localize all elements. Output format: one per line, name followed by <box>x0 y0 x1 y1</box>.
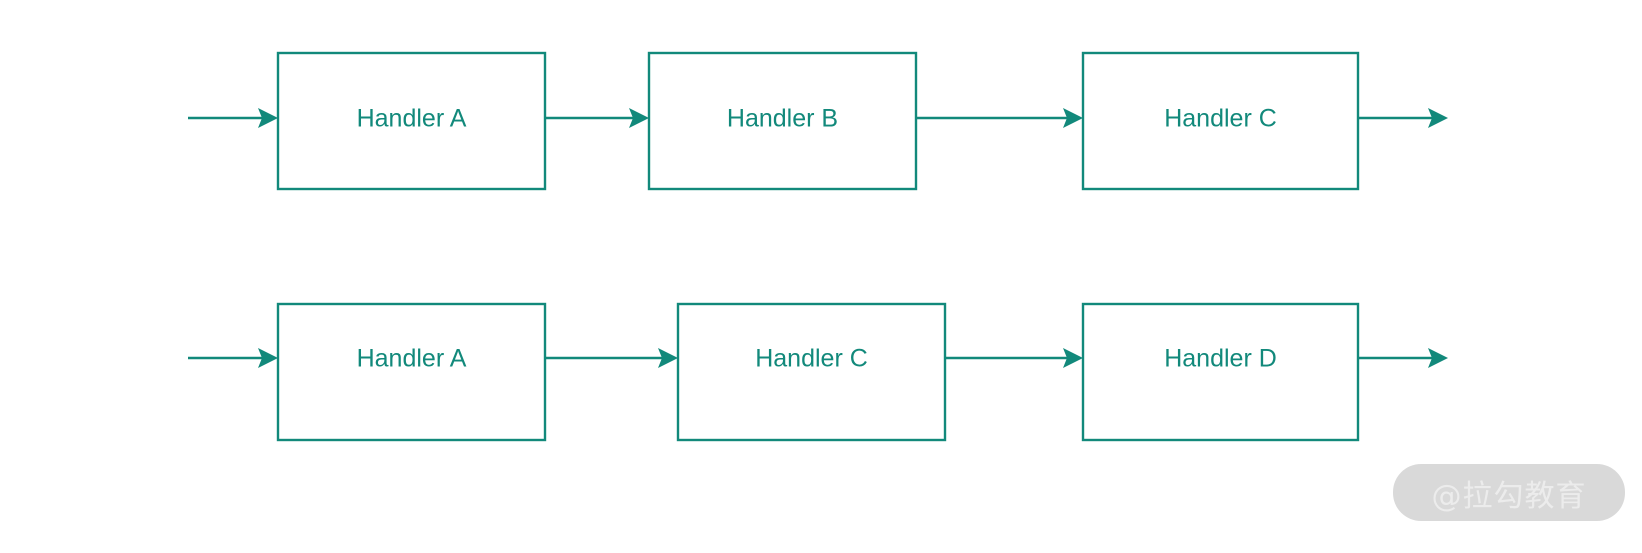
connector-r1-n2-to-r1-n3-head <box>1063 108 1083 128</box>
node-r1-n2[interactable]: Handler B <box>647 51 918 191</box>
connector-r2-n2-to-r2-n3 <box>945 348 1083 368</box>
connector-r1-n2-to-r1-n3 <box>916 108 1083 128</box>
node-r2-n1-label: Handler A <box>357 345 467 373</box>
watermark-label: @拉勾教育 <box>1431 478 1587 514</box>
connector-r2-n1-to-r2-n2 <box>545 348 678 368</box>
watermark-badge: @拉勾教育 <box>1393 464 1625 521</box>
exit-arrow-row2 <box>1358 348 1448 368</box>
node-r1-n3-box[interactable] <box>1081 51 1360 191</box>
exit-arrow-row2-head <box>1428 348 1448 368</box>
node-r2-n3-label: Handler D <box>1164 345 1277 373</box>
node-r1-n1-box[interactable] <box>276 51 547 191</box>
node-r2-n2-box[interactable] <box>676 302 947 442</box>
node-r1-n2-label: Handler B <box>727 105 838 133</box>
entry-arrow-row2 <box>188 348 278 368</box>
connector-r2-n1-to-r2-n2-head <box>658 348 678 368</box>
entry-arrow-row1-head <box>258 108 278 128</box>
node-r2-n2[interactable]: Handler C <box>676 302 947 442</box>
connector-r1-n1-to-r1-n2 <box>545 108 649 128</box>
exit-arrow-row1 <box>1358 108 1448 128</box>
connector-r1-n1-to-r1-n2-head <box>629 108 649 128</box>
node-r1-n1[interactable]: Handler A <box>276 51 547 191</box>
node-r2-n1-box[interactable] <box>276 302 547 442</box>
node-r1-n2-box[interactable] <box>647 51 918 191</box>
chain-row-1: Handler A Handler B Handler C <box>188 51 1448 191</box>
entry-arrow-row2-head <box>258 348 278 368</box>
node-r1-n3-label: Handler C <box>1164 105 1277 133</box>
exit-arrow-row1-head <box>1428 108 1448 128</box>
node-r2-n1[interactable]: Handler A <box>276 302 547 442</box>
chain-row-2: Handler A Handler C Handler D <box>188 302 1448 442</box>
node-r1-n3[interactable]: Handler C <box>1081 51 1360 191</box>
node-r2-n3-box[interactable] <box>1081 302 1360 442</box>
entry-arrow-row1 <box>188 108 278 128</box>
connector-r2-n2-to-r2-n3-head <box>1063 348 1083 368</box>
node-r1-n1-label: Handler A <box>357 105 467 133</box>
node-r2-n2-label: Handler C <box>755 345 868 373</box>
node-r2-n3[interactable]: Handler D <box>1081 302 1360 442</box>
